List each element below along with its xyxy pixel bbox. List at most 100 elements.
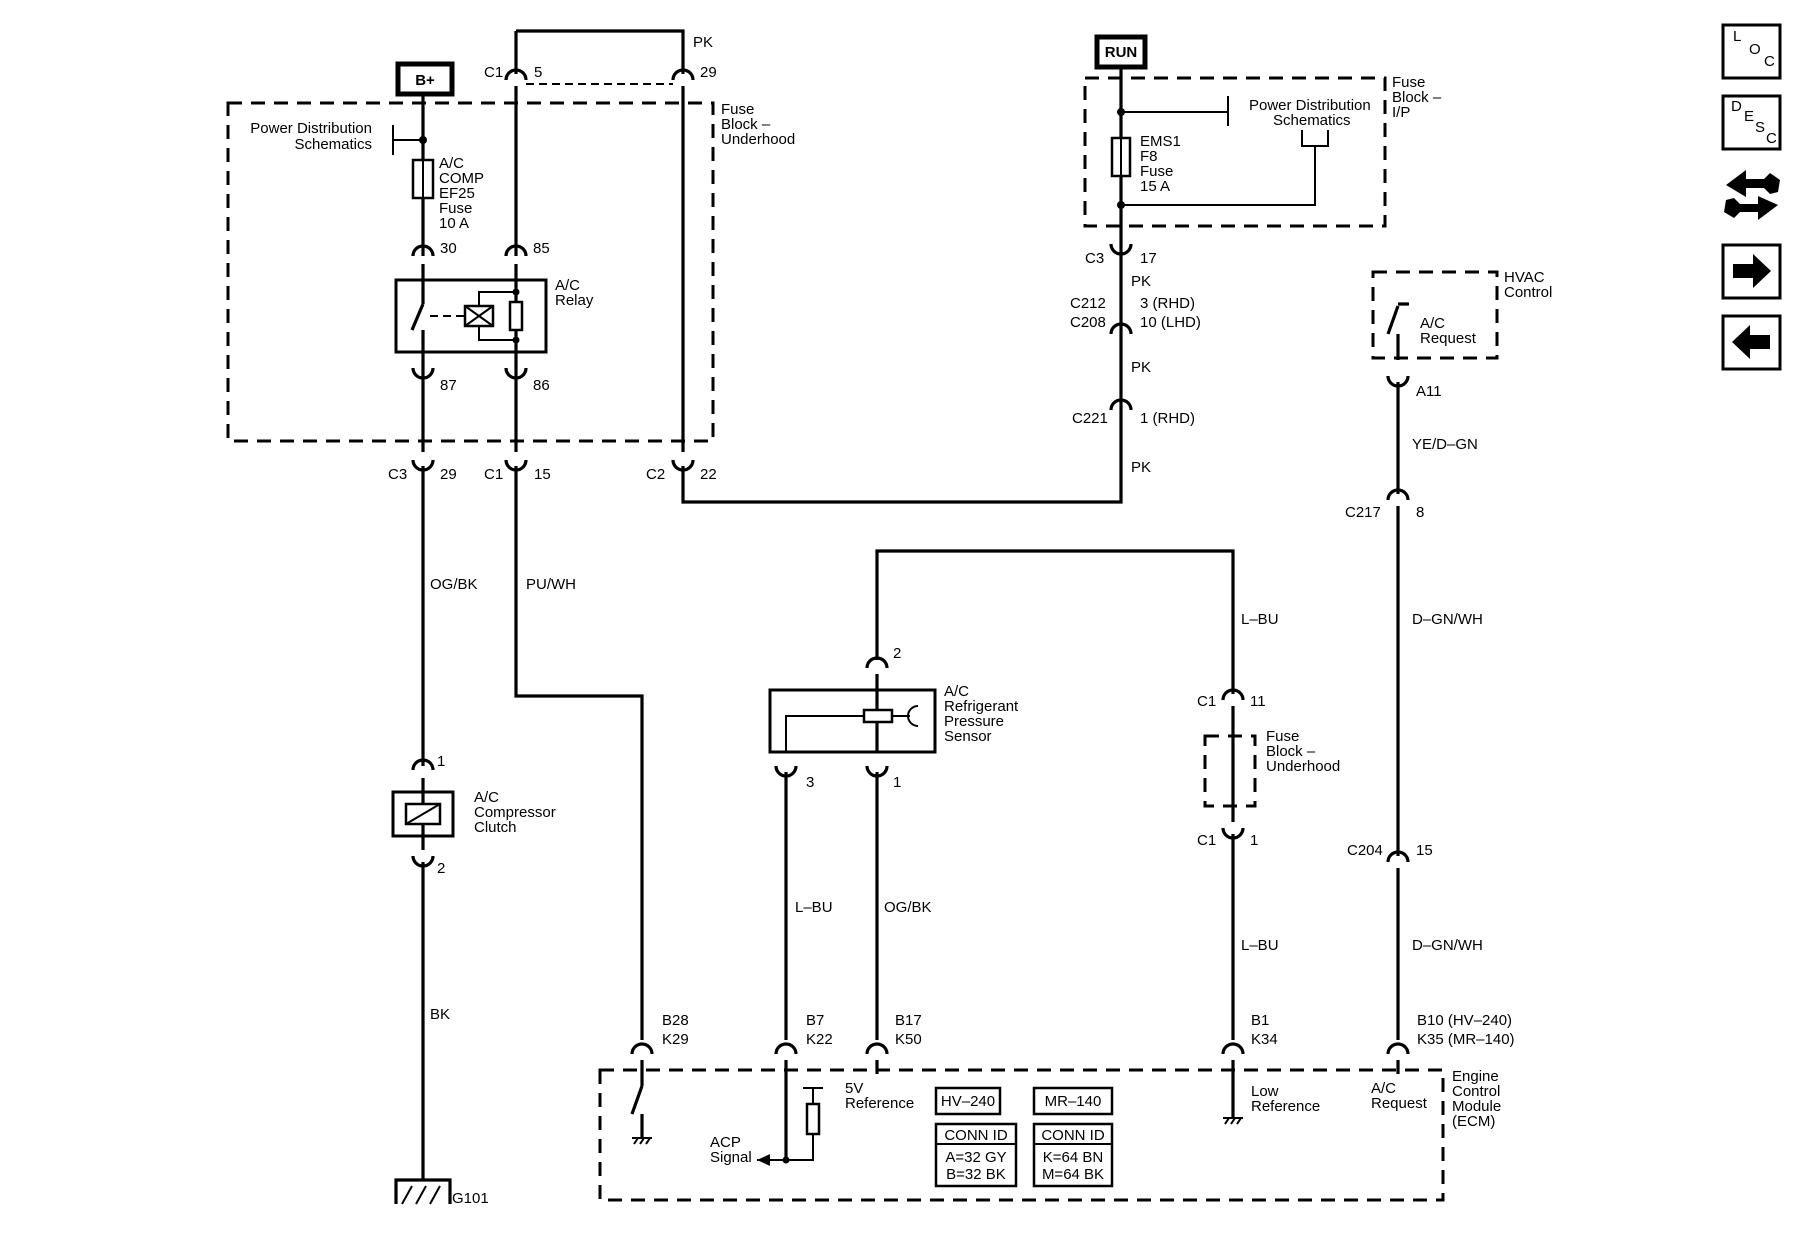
ecm-mr140-box (1032, 1086, 1114, 1116)
ip-pds-label-2: Schematics (1273, 112, 1351, 129)
ecm-5v-ref-1: 5V (845, 1080, 863, 1097)
desc-letter-e: E (1744, 108, 1754, 125)
conn-c217: C217 (1345, 504, 1381, 521)
conn-c208: C208 (1070, 314, 1106, 331)
previous-arrow-button[interactable] (1721, 314, 1782, 371)
ground-g101: G101 (452, 1190, 489, 1207)
low-ref-c1-top-pin: 11 (1250, 693, 1266, 710)
pressure-sensor-pin-2: 2 (893, 645, 901, 662)
ecm-connid-left-title: CONN ID (944, 1127, 1008, 1144)
ac-relay-label-2: Relay (555, 292, 594, 309)
pressure-sensor-label-1: A/C (944, 683, 969, 700)
run-wire-pk-3: PK (1131, 459, 1151, 476)
conn-c2-pin: 22 (700, 466, 717, 483)
low-ref-fuse-block-boundary (1203, 734, 1257, 808)
ecm-pin-b1: B1 (1251, 1012, 1269, 1029)
location-button[interactable]: L O C (1721, 23, 1782, 80)
ecm-5v-ref-2: Reference (845, 1095, 914, 1112)
low-ref-c1-bot: C1 (1197, 832, 1216, 849)
ecm-hv240-box (934, 1086, 1002, 1116)
ecm-pin-k29: K29 (662, 1031, 689, 1048)
underhood-fuse-block-boundary (226, 101, 715, 443)
pressure-sensor-label-4: Sensor (944, 728, 992, 745)
ecm-low-ref-1: Low (1251, 1083, 1279, 1100)
run-wire-pk-1: PK (1131, 273, 1151, 290)
conn-pin-10-lhd: 10 (LHD) (1140, 314, 1201, 331)
ecm-pin-k35: K35 (MR–140) (1417, 1031, 1515, 1048)
ems1-fuse-label-4: 15 A (1140, 178, 1170, 195)
relay-pin-30: 30 (440, 240, 457, 257)
conn-c221: C221 (1072, 410, 1108, 427)
ecm-acp-signal-1: ACP (710, 1134, 741, 1151)
ecm-pin-k22: K22 (806, 1031, 833, 1048)
ecm-pin-b17: B17 (895, 1012, 922, 1029)
ac-relay-label-1: A/C (555, 277, 580, 294)
low-ref-fuse-block-1: Fuse (1266, 728, 1299, 745)
run-wire-pk-2: PK (1131, 359, 1151, 376)
ac-comp-fuse-label-4: Fuse (439, 200, 472, 217)
conn-c204-pin: 15 (1416, 842, 1433, 859)
low-ref-wire-1: L–BU (1241, 611, 1279, 628)
battery-positive-label: B+ (415, 72, 435, 89)
compressor-label-2: Compressor (474, 804, 556, 821)
ac-relay-box (394, 278, 548, 354)
top-connector-c1: C1 (484, 64, 503, 81)
ecm-pin-k34: K34 (1251, 1031, 1278, 1048)
hvac-control-boundary (1371, 270, 1499, 360)
conn-pin-3-rhd: 3 (RHD) (1140, 295, 1195, 312)
ecm-connid-right-m: M=64 BK (1042, 1166, 1104, 1183)
conn-c1-label: C1 (484, 466, 503, 483)
ecm-hv240-label: HV–240 (941, 1093, 995, 1110)
ac-comp-fuse-label-3: EF25 (439, 185, 475, 202)
conn-c1-pin: 15 (534, 466, 551, 483)
ecm-acp-signal-2: Signal (710, 1149, 752, 1166)
hvac-wire-2: D–GN/WH (1412, 611, 1483, 628)
pressure-sensor-pin-3: 3 (806, 774, 814, 791)
ip-fuse-block-title-2: Block – (1392, 89, 1442, 106)
ecm-connid-right-k: K=64 BN (1043, 1149, 1103, 1166)
low-ref-c1-top: C1 (1197, 693, 1216, 710)
pressure-sensor-wire-1: OG/BK (884, 899, 932, 916)
underhood-fuse-block-title-2: Block – (721, 116, 771, 133)
ecm-low-ref-2: Reference (1251, 1098, 1320, 1115)
ecm-ac-request-1: A/C (1371, 1080, 1396, 1097)
top-connector-pin-5: 5 (534, 64, 542, 81)
ecm-pin-b7: B7 (806, 1012, 824, 1029)
ac-comp-fuse-label-2: COMP (439, 170, 484, 187)
conn-c3-pin: 29 (440, 466, 457, 483)
ecm-title-4: (ECM) (1452, 1113, 1495, 1130)
ecm-title-3: Module (1452, 1098, 1501, 1115)
low-ref-fuse-block-2: Block – (1266, 743, 1316, 760)
connector-view-icon[interactable] (1724, 170, 1780, 220)
ecm-title-2: Control (1452, 1083, 1500, 1100)
ecm-connid-left-b: B=32 BK (946, 1166, 1006, 1183)
ip-fuse-block-title-1: Fuse (1392, 74, 1425, 91)
ac-comp-fuse-label-5: 10 A (439, 215, 469, 232)
hvac-control-title-2: Control (1504, 284, 1552, 301)
ip-pds-label-1: Power Distribution (1249, 97, 1371, 114)
hvac-ac-request-switch-1: A/C (1420, 315, 1445, 332)
hvac-pin-a11: A11 (1416, 383, 1442, 400)
top-wire-color: PK (693, 34, 713, 51)
arrow-right-icon (1733, 254, 1771, 288)
next-arrow-button[interactable] (1721, 243, 1782, 300)
pds-label-2: Schematics (294, 136, 372, 153)
low-ref-wire-2: L–BU (1241, 937, 1279, 954)
ecm-pin-b10: B10 (HV–240) (1417, 1012, 1512, 1029)
conn-c204: C204 (1347, 842, 1383, 859)
description-button[interactable]: D E S C (1721, 94, 1782, 151)
pds-label-1: Power Distribution (250, 120, 372, 137)
ip-fuse-block-title-3: I/P (1392, 104, 1410, 121)
ecm-boundary (598, 1068, 1445, 1202)
ecm-connid-left-a: A=32 GY (945, 1149, 1006, 1166)
top-connector-pin-29: 29 (700, 64, 717, 81)
loc-letter-l: L (1733, 28, 1741, 45)
desc-letter-s: S (1755, 119, 1765, 136)
ecm-ac-request-2: Request (1371, 1095, 1428, 1112)
hvac-wire-3: D–GN/WH (1412, 937, 1483, 954)
pressure-sensor-box (768, 688, 937, 754)
desc-letter-d: D (1731, 98, 1742, 115)
ecm-connid-left-box (934, 1122, 1018, 1188)
pressure-sensor-label-2: Refrigerant (944, 698, 1019, 715)
